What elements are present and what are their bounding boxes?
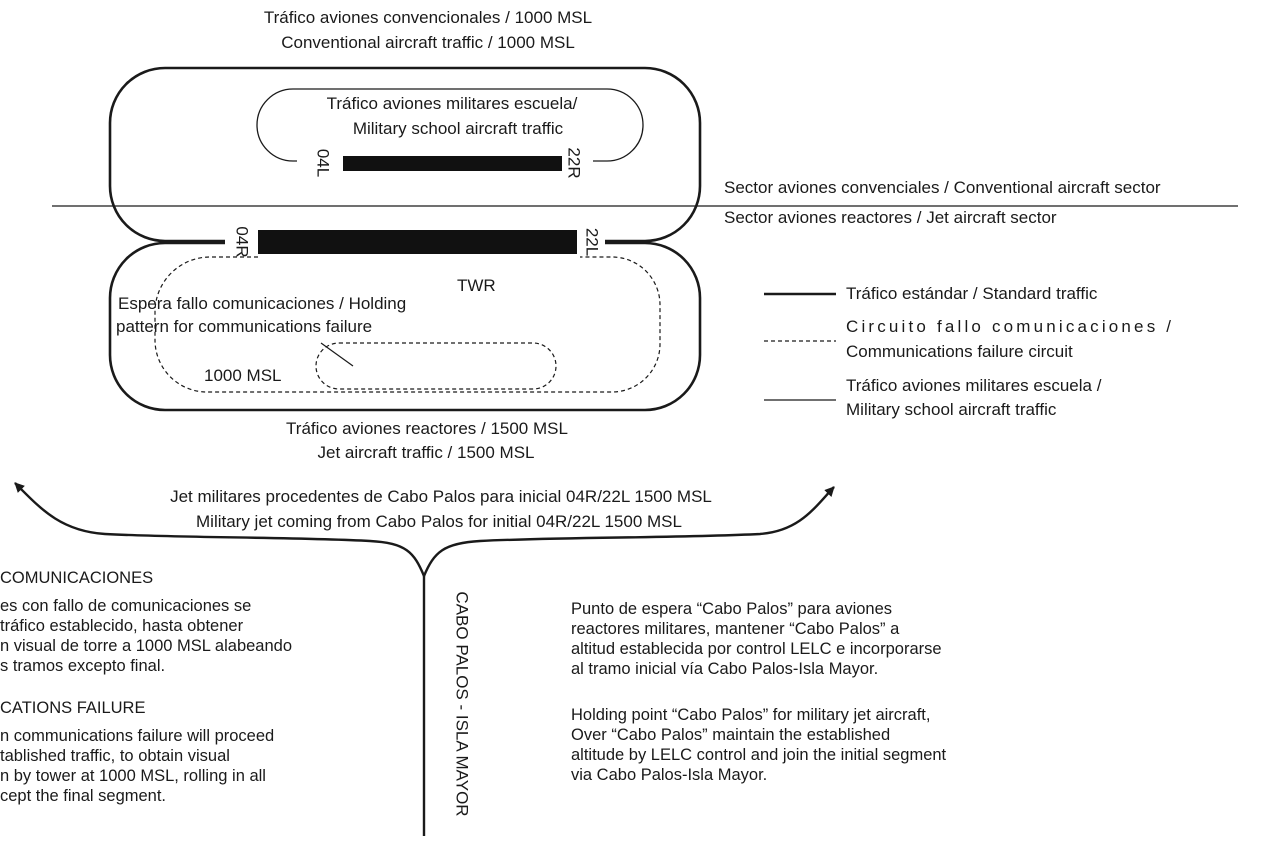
- legend-standard-label: Tráfico estándar / Standard traffic: [846, 284, 1098, 303]
- jet-traffic-en: Jet aircraft traffic / 1500 MSL: [318, 443, 535, 462]
- holding-point-en-line-4: via Cabo Palos-Isla Mayor.: [571, 766, 768, 784]
- holding-point-en-line-2: Over “Cabo Palos” maintain the establish…: [571, 726, 891, 744]
- runway-04l-22r: [343, 156, 562, 171]
- route-label: CABO PALOS - ISLA MAYOR: [453, 591, 472, 816]
- military-school-label-es: Tráfico aviones militares escuela/: [327, 94, 578, 113]
- holding-pointer-line: [320, 342, 354, 367]
- military-school-label-en: Military school aircraft traffic: [353, 119, 564, 138]
- holding-point-en-line-3: altitude by LELC control and join the in…: [571, 746, 947, 764]
- holding-point-en-line-1: Holding point “Cabo Palos” for military …: [571, 706, 931, 724]
- legend-circuit-label-es: Circuito fallo comunicaciones /: [846, 317, 1171, 336]
- comm-failure-body-en-line-2: tablished traffic, to obtain visual: [0, 747, 230, 765]
- jet-traffic-circuit: [108, 241, 702, 412]
- top-traffic-en: Conventional aircraft traffic / 1000 MSL: [281, 33, 575, 52]
- comm-failure-body-en-line-4: cept the final segment.: [0, 787, 167, 805]
- legend-circuit-label-en: Communications failure circuit: [846, 342, 1073, 361]
- comm-failure-body-es-line-4: s tramos excepto final.: [0, 657, 166, 675]
- runway-04l-label: 04L: [314, 149, 333, 177]
- comm-failure-body-es-line-3: n visual de torre a 1000 MSL alabeando: [0, 637, 293, 655]
- legend-school-label-es: Tráfico aviones militares escuela /: [846, 376, 1102, 395]
- comm-failure-body-en-line-1: n communications failure will proceed: [0, 727, 275, 745]
- top-traffic-es: Tráfico aviones convencionales / 1000 MS…: [264, 8, 592, 27]
- holding-point-es-line-2: reactores militares, mantener “Cabo Palo…: [571, 620, 900, 638]
- comm-failure-body-es-line-2: tráfico establecido, hasta obtener: [0, 617, 244, 635]
- comm-failure-circuit: [154, 256, 661, 393]
- military-jet-es: Jet militares procedentes de Cabo Palos …: [170, 487, 712, 506]
- holding-point-es-line-3: altitud establecida por control LELC e i…: [571, 640, 942, 658]
- comm-failure-body-es-line-1: es con fallo de comunicaciones se: [0, 597, 252, 615]
- sector-jet-label: Sector aviones reactores / Jet aircraft …: [724, 208, 1057, 227]
- runway-22l-label: 22L: [583, 228, 602, 256]
- military-jet-en: Military jet coming from Cabo Palos for …: [196, 512, 682, 531]
- comm-failure-body-en-line-3: n by tower at 1000 MSL, rolling in all: [0, 767, 266, 785]
- conventional-traffic-circuit: [108, 66, 702, 243]
- comm-failure-heading-es: COMUNICACIONES: [0, 569, 154, 587]
- route-right-branch-arrow: [422, 486, 835, 577]
- holding-altitude-label: 1000 MSL: [204, 366, 282, 385]
- legend-school-label-en: Military school aircraft traffic: [846, 400, 1057, 419]
- runway-04r-label: 04R: [233, 226, 252, 257]
- military-school-circuit: [256, 88, 644, 162]
- comm-failure-heading-en: CATIONS FAILURE: [0, 699, 146, 717]
- holding-label-2: pattern for communications failure: [116, 317, 372, 336]
- holding-label-1: Espera fallo comunicaciones / Holding: [118, 294, 406, 313]
- runway-04r-22l: [258, 230, 577, 254]
- route-left-branch-arrow: [14, 482, 426, 577]
- runway-22r-label: 22R: [565, 147, 584, 178]
- holding-point-es-line-1: Punto de espera “Cabo Palos” para avione…: [571, 600, 893, 618]
- twr-label: TWR: [457, 276, 496, 295]
- holding-point-es-line-4: al tramo inicial vía Cabo Palos-Isla May…: [571, 660, 879, 678]
- sector-conventional-label: Sector aviones convenciales / Convention…: [724, 178, 1161, 197]
- jet-traffic-es: Tráfico aviones reactores / 1500 MSL: [286, 419, 568, 438]
